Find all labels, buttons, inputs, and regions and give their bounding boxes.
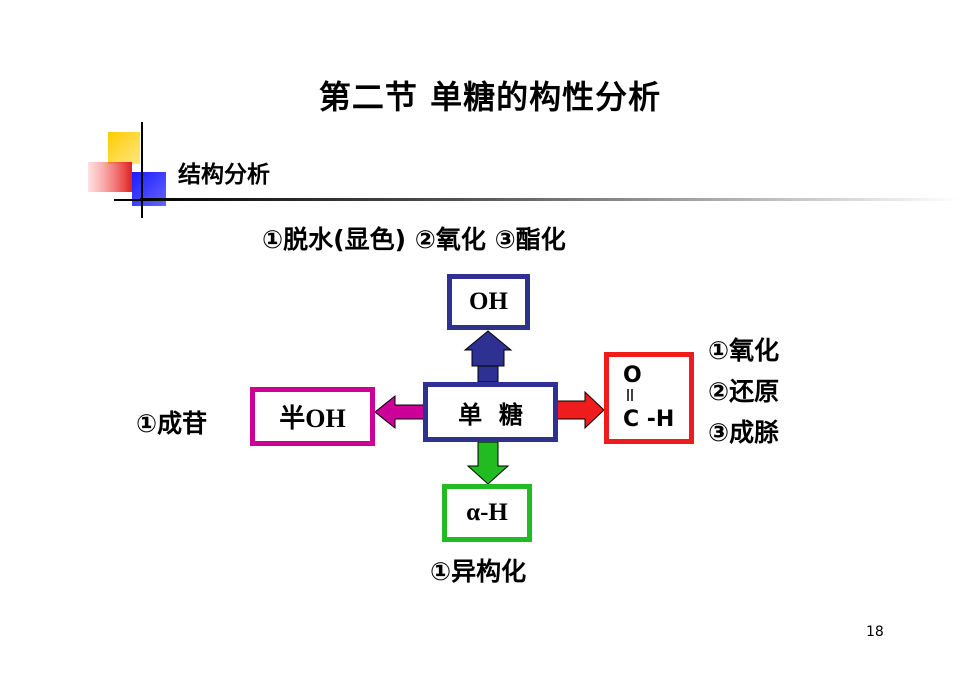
arrow-down-icon: [466, 441, 510, 485]
arrow-right-icon: [555, 390, 605, 430]
left-reaction-label: ①成苷: [136, 409, 208, 438]
right-reaction-1: ①氧化: [708, 336, 780, 365]
oh-reactions-text: ①脱水(显色) ②氧化 ③酯化: [262, 225, 566, 254]
section-subtitle: 结构分析: [178, 162, 270, 188]
alpha-h-box: α-H: [442, 484, 532, 542]
oh-box: OH: [447, 274, 530, 330]
hemiacetal-oh-label: 半OH: [279, 404, 346, 433]
right-reaction-3: ③成脎: [708, 418, 780, 447]
oh-label: OH: [469, 288, 508, 315]
arrow-up-icon: [463, 330, 513, 367]
right-reaction-2: ②还原: [708, 377, 780, 406]
bottom-reaction-label: ①异构化: [430, 557, 527, 586]
hemiacetal-oh-box: 半OH: [250, 387, 375, 446]
arrow-left-icon: [374, 394, 425, 430]
carbonyl-oxygen: O: [623, 363, 642, 388]
square-cluster-ornament-icon: [88, 122, 188, 218]
slide-title: 第二节 单糖的构性分析: [318, 78, 662, 116]
alpha-h-label: α-H: [466, 499, 508, 526]
center-label: 单 糖: [458, 400, 523, 429]
center-box: 单 糖: [423, 382, 558, 442]
carbonyl-box: O C -H: [604, 352, 694, 444]
page-number: 18: [866, 624, 884, 640]
double-bond-icon: [627, 389, 633, 401]
carbonyl-carbon: C -H: [623, 407, 675, 432]
subtitle-underline: [140, 198, 960, 201]
